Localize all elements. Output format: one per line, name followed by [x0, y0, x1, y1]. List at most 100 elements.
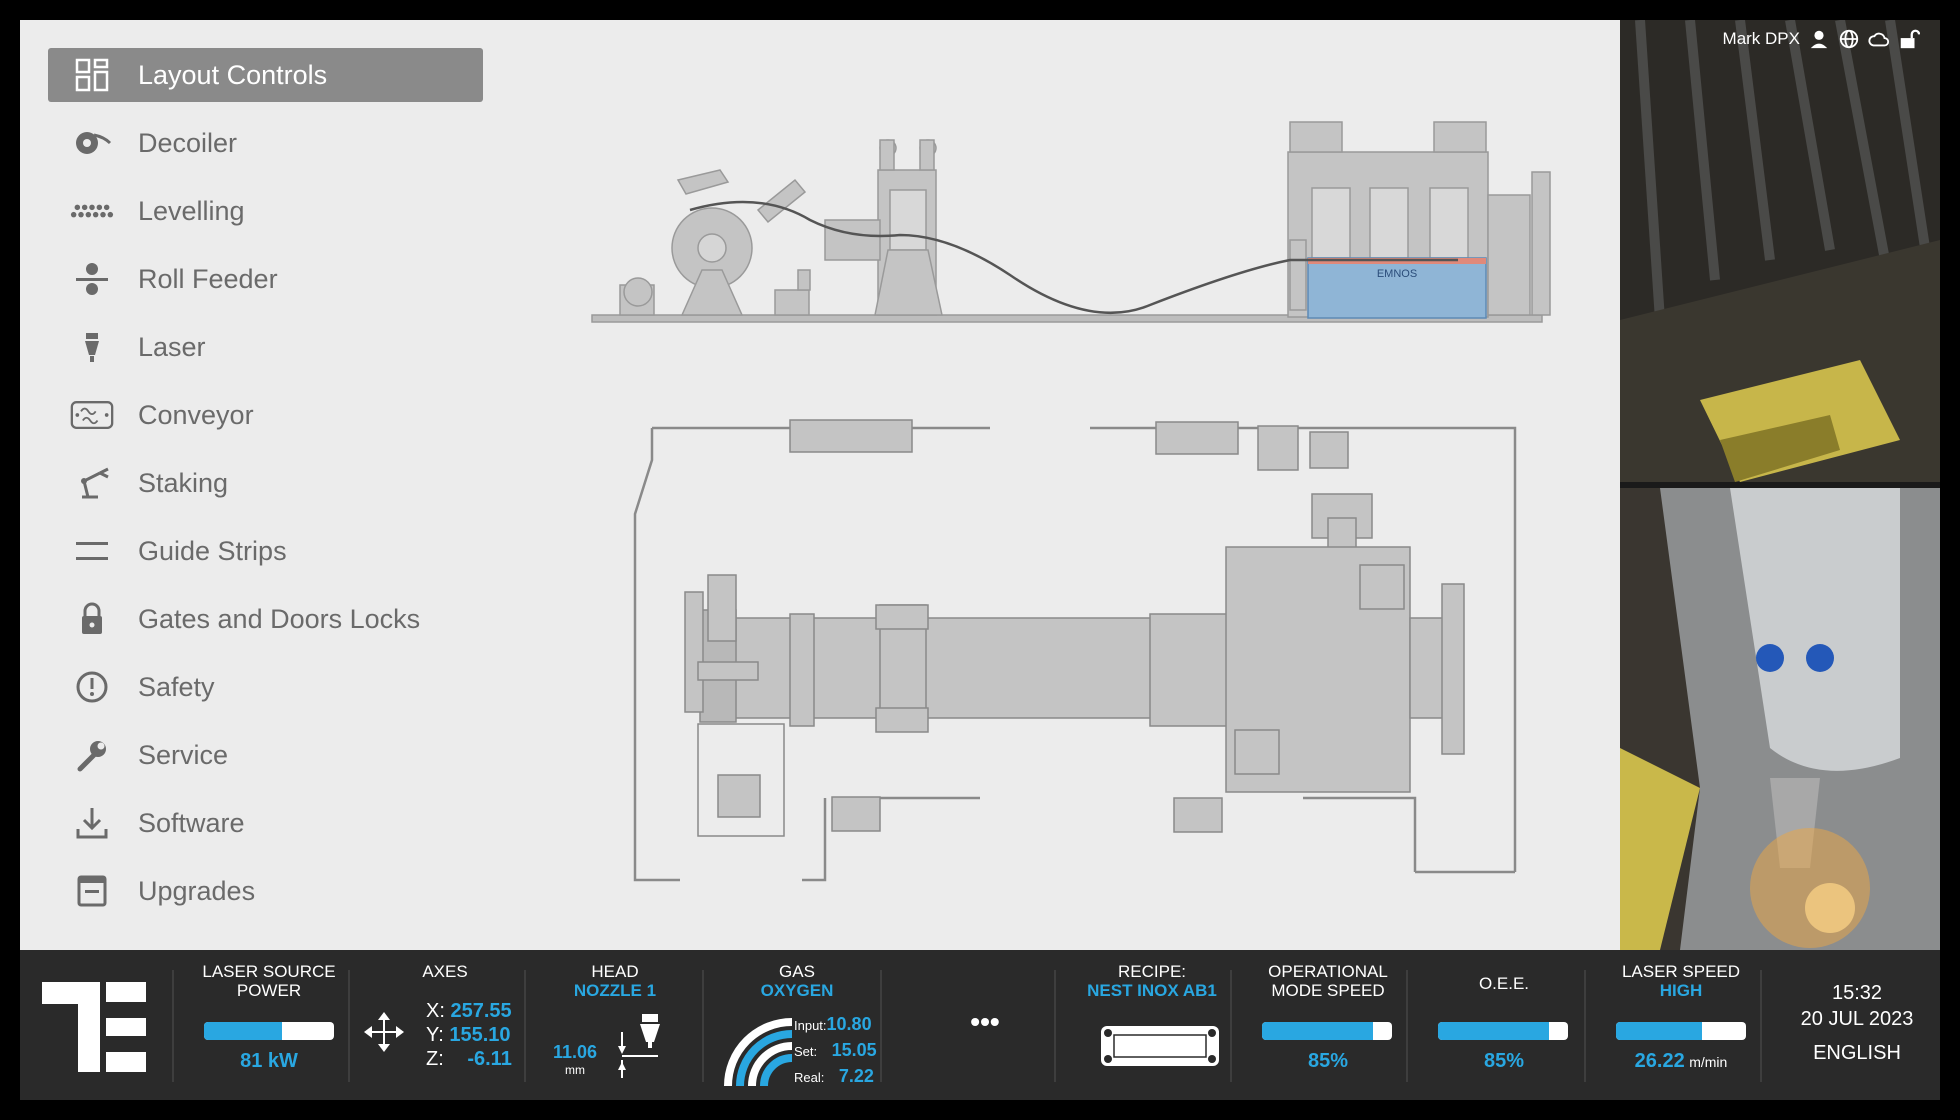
- more-button[interactable]: •••: [900, 950, 1070, 1100]
- gas-input-value: 10.80: [826, 1014, 872, 1034]
- laser-speed-mode: HIGH: [1659, 981, 1703, 1000]
- divider: [1054, 970, 1056, 1082]
- globe-icon[interactable]: [1838, 28, 1860, 50]
- sidebar-item-decoiler[interactable]: Decoiler: [48, 116, 483, 170]
- levelling-icon: [48, 184, 136, 238]
- head-nozzle: NOZZLE 1: [573, 981, 657, 1000]
- axis-z-label: Z:: [426, 1048, 444, 1070]
- nozzle-icon: [618, 1014, 660, 1078]
- unlock-icon[interactable]: [1898, 28, 1920, 50]
- main-panel: Layout Controls Decoiler Levelling Roll …: [20, 20, 1620, 950]
- gas-input-label: Input:: [794, 1018, 827, 1033]
- sidebar-item-staking[interactable]: Staking: [48, 456, 483, 510]
- sidebar-item-upgrades[interactable]: Upgrades: [48, 864, 483, 918]
- sidebar-item-gates-doors-locks[interactable]: Gates and Doors Locks: [48, 592, 483, 646]
- gas-set-value: 15.05: [831, 1040, 877, 1060]
- oee-fill: [1438, 1022, 1549, 1040]
- sidebar-item-conveyor[interactable]: Conveyor: [48, 388, 483, 442]
- sidebar-item-levelling[interactable]: Levelling: [48, 184, 483, 238]
- user-icon[interactable]: [1808, 28, 1830, 50]
- sidebar-item-label: Decoiler: [138, 127, 238, 158]
- sidebar-item-label: Staking: [138, 467, 229, 498]
- axes-panel[interactable]: AXES X: 257.55 Y: 155.10 Z: -6.11: [360, 950, 530, 1100]
- recipe-panel[interactable]: RECIPE:NEST INOX AB1: [1072, 950, 1232, 1100]
- material-strip: [689, 200, 1458, 315]
- sidebar-item-safety[interactable]: Safety: [48, 660, 483, 714]
- oee-panel[interactable]: O.E.E. 85%: [1420, 950, 1588, 1100]
- sidebar-item-software[interactable]: Software: [48, 796, 483, 850]
- laser-power-fill: [204, 1022, 282, 1040]
- status-bar: LASER SOURCE POWER 81 kW AXES X: 257.55 …: [20, 950, 1940, 1100]
- clock-panel: 15:32 20 JUL 2023 ENGLISH: [1772, 950, 1942, 1100]
- op-speed-bar: [1262, 1022, 1392, 1040]
- sidebar-item-label: Software: [138, 807, 245, 838]
- head-title-text: HEAD: [591, 962, 639, 981]
- gas-set-label: Set:: [794, 1044, 818, 1059]
- download-icon: [48, 796, 136, 850]
- sidebar-item-laser[interactable]: Laser: [48, 320, 483, 374]
- gas-title-text: GAS: [779, 962, 815, 981]
- divider: [880, 970, 882, 1082]
- sidebar-item-label: Conveyor: [138, 399, 254, 430]
- sidebar-menu: Layout Controls Decoiler Levelling Roll …: [48, 48, 483, 932]
- axes-title: AXES: [422, 962, 468, 981]
- decoiler-icon: [48, 116, 136, 170]
- top-view: [633, 419, 1517, 882]
- sidebar-item-label: Upgrades: [138, 875, 256, 906]
- recipe-name: NEST INOX AB1: [1087, 981, 1217, 1000]
- wrench-icon: [48, 728, 136, 782]
- oee-value: 85%: [1483, 1050, 1525, 1072]
- side-view: EMNOS: [591, 121, 1551, 323]
- conveyor-icon: [48, 388, 136, 442]
- divider: [348, 970, 350, 1082]
- axis-x-label: X:: [426, 1000, 445, 1022]
- gas-type: OXYGEN: [760, 981, 834, 1000]
- axis-z-value: -6.11: [467, 1048, 512, 1070]
- divider: [1406, 970, 1408, 1082]
- laser-source-power[interactable]: LASER SOURCE POWER 81 kW: [192, 950, 346, 1100]
- cloud-icon[interactable]: [1868, 28, 1890, 50]
- recipe-title: RECIPE:NEST INOX AB1: [1072, 962, 1232, 1000]
- op-speed-title: OPERATIONAL MODE SPEED: [1268, 962, 1388, 1000]
- sidebar-item-roll-feeder[interactable]: Roll Feeder: [48, 252, 483, 306]
- recipe-sheet-icon: [1101, 1026, 1219, 1066]
- head-height-unit: mm: [565, 1063, 585, 1077]
- laser-icon: [48, 320, 136, 374]
- user-name: Mark DPX: [1722, 29, 1800, 48]
- divider: [524, 970, 526, 1082]
- sidebar-item-label: Guide Strips: [138, 535, 287, 566]
- gas-real-value: 7.22: [838, 1066, 874, 1086]
- sidebar-item-label: Levelling: [138, 195, 245, 226]
- gas-gauge-icon: [724, 1018, 792, 1087]
- machine-layout-schematic: EMNOS: [591, 121, 1551, 882]
- operational-mode-speed[interactable]: OPERATIONAL MODE SPEED 85%: [1244, 950, 1412, 1100]
- roll-feeder-icon: [48, 252, 136, 306]
- sidebar-item-label: Gates and Doors Locks: [138, 603, 421, 634]
- sidebar-item-guide-strips[interactable]: Guide Strips: [48, 524, 483, 578]
- sidebar-item-label: Roll Feeder: [138, 263, 278, 294]
- divider: [172, 970, 174, 1082]
- laser-speed-fill: [1616, 1022, 1702, 1040]
- laser-speed-bar: [1616, 1022, 1746, 1040]
- language-selector[interactable]: ENGLISH: [1813, 1042, 1901, 1064]
- sidebar-item-service[interactable]: Service: [48, 728, 483, 782]
- camera-feed-top[interactable]: [1620, 20, 1940, 482]
- op-speed-value: 85%: [1307, 1050, 1349, 1072]
- sidebar-item-label: Service: [138, 739, 229, 770]
- op-speed-fill: [1262, 1022, 1373, 1040]
- recipe-title-text: RECIPE:: [1117, 962, 1187, 981]
- lock-icon: [48, 592, 136, 646]
- divider: [1230, 970, 1232, 1082]
- grid-icon: [48, 48, 136, 102]
- sidebar-item-label: Laser: [138, 331, 206, 362]
- camera-feed-bottom[interactable]: [1620, 488, 1940, 950]
- sidebar-item-layout-controls[interactable]: Layout Controls: [48, 48, 483, 102]
- axis-y-label: Y:: [426, 1024, 444, 1046]
- company-logo: [42, 982, 146, 1072]
